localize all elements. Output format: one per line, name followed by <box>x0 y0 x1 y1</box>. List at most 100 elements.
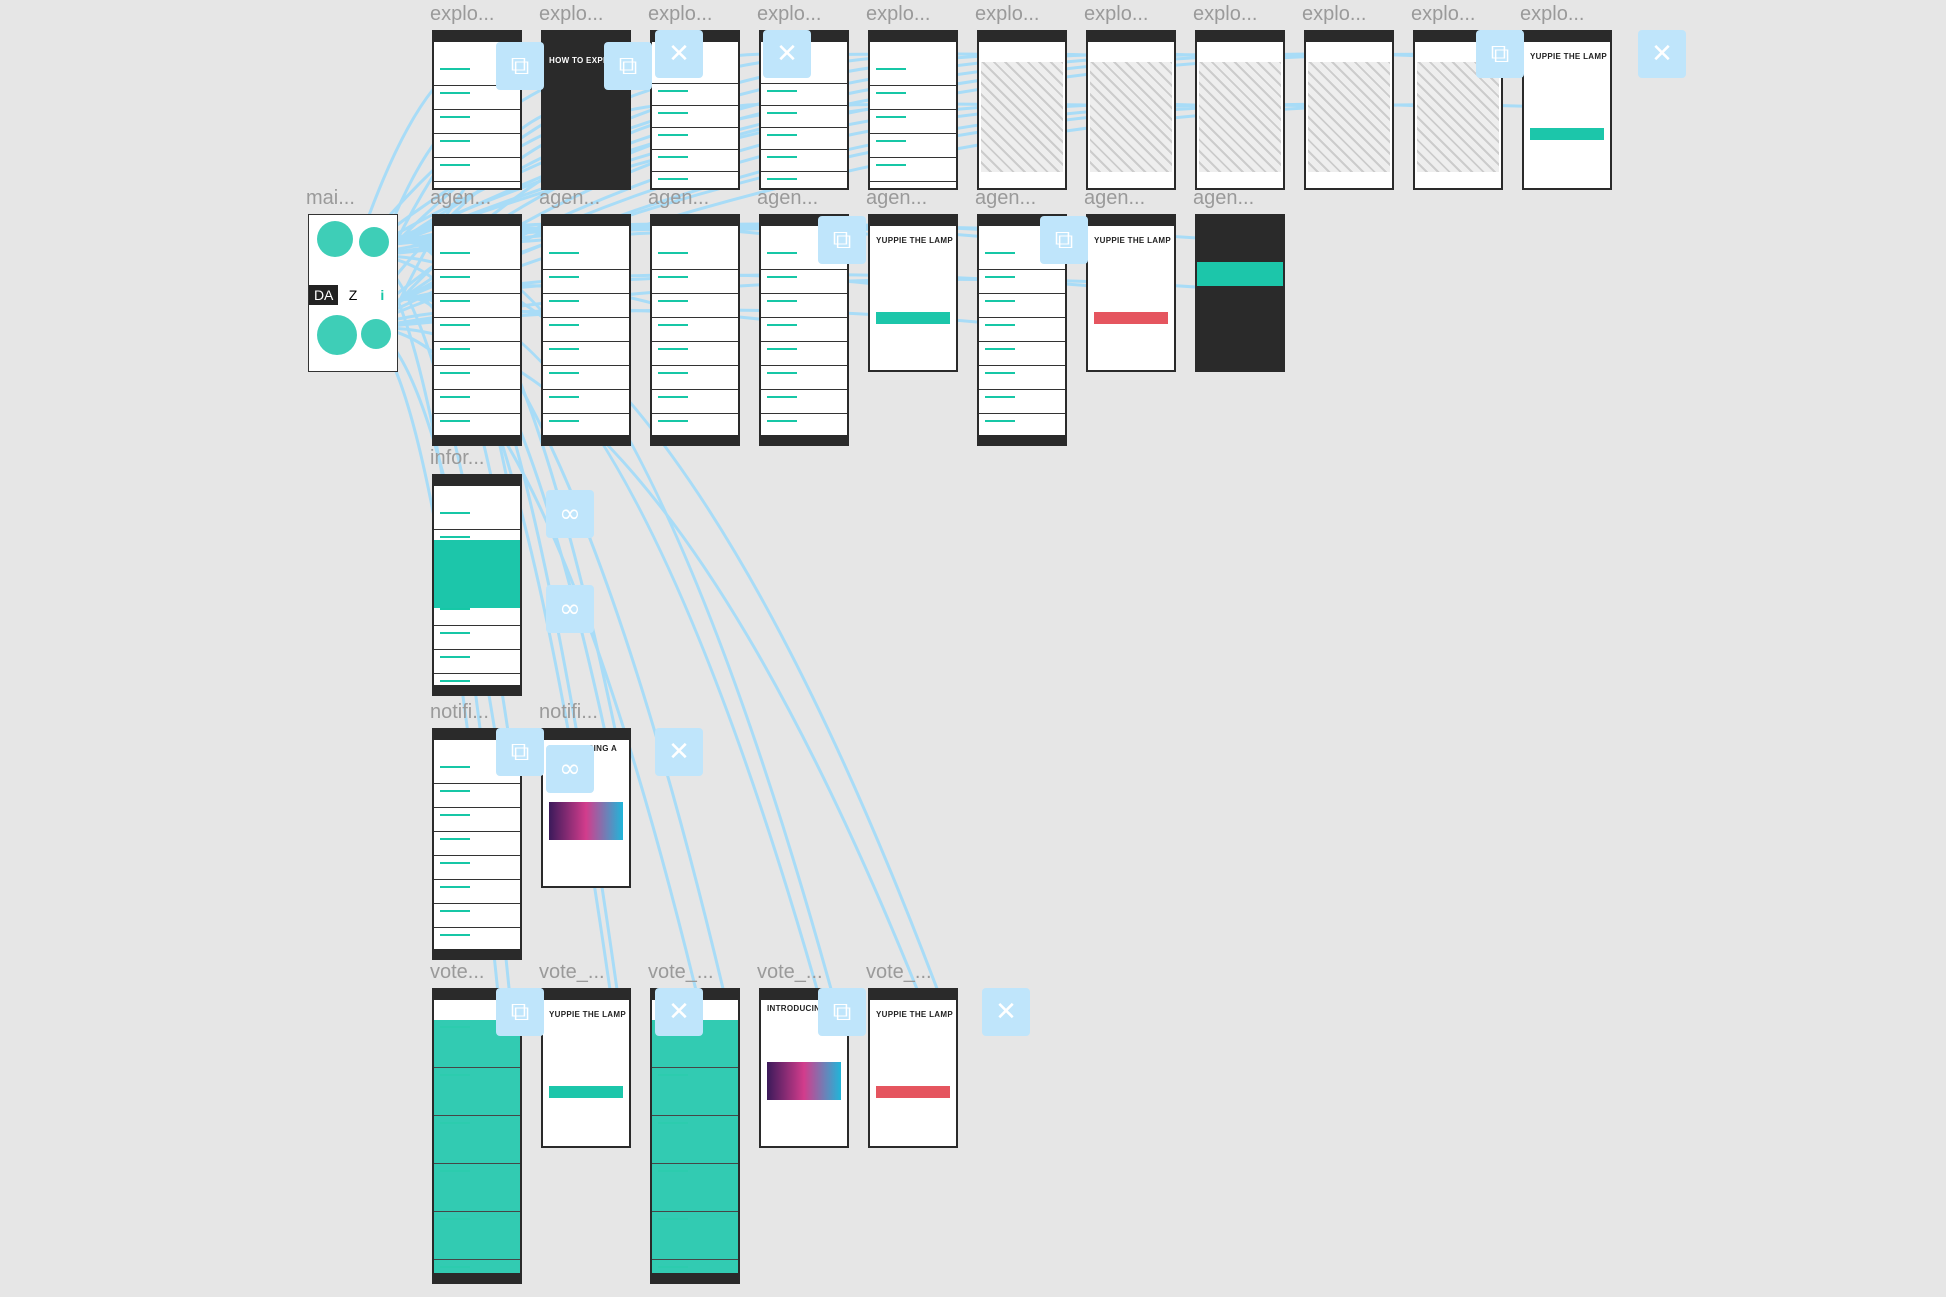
list-item[interactable] <box>761 128 847 150</box>
duplicate-icon[interactable]: ⧉ <box>1476 30 1524 78</box>
map-view[interactable] <box>1417 62 1499 172</box>
list-item[interactable] <box>434 1068 520 1116</box>
tab-bar[interactable] <box>434 685 520 694</box>
list-item[interactable] <box>434 602 520 626</box>
list-item[interactable] <box>979 366 1065 390</box>
list-item[interactable] <box>434 318 520 342</box>
list-item[interactable] <box>761 390 847 414</box>
list-item[interactable] <box>652 294 738 318</box>
list-item[interactable] <box>652 270 738 294</box>
list-item[interactable] <box>434 904 520 928</box>
list-item[interactable] <box>761 318 847 342</box>
duplicate-icon[interactable]: ⧉ <box>1040 216 1088 264</box>
list-item[interactable] <box>979 246 1065 270</box>
screen-artboard[interactable] <box>432 214 522 446</box>
tab-bar[interactable] <box>434 435 520 444</box>
link-icon[interactable]: ∞ <box>546 585 594 633</box>
list-item[interactable] <box>434 626 520 650</box>
vote-button[interactable] <box>1094 312 1168 324</box>
tab-bar[interactable] <box>543 435 629 444</box>
screen-artboard[interactable] <box>1413 30 1503 190</box>
list-item[interactable] <box>434 390 520 414</box>
list-item[interactable] <box>652 150 738 172</box>
map-view[interactable] <box>1199 62 1281 172</box>
screen-artboard[interactable] <box>541 214 631 446</box>
list-item[interactable] <box>979 270 1065 294</box>
screen-artboard[interactable] <box>432 474 522 696</box>
list-item[interactable] <box>434 856 520 880</box>
list-item[interactable] <box>979 342 1065 366</box>
list-item[interactable] <box>434 784 520 808</box>
list-item[interactable] <box>543 390 629 414</box>
list-item[interactable] <box>870 62 956 86</box>
list-item[interactable] <box>434 366 520 390</box>
tab-bar[interactable] <box>761 435 847 444</box>
close-icon[interactable]: ✕ <box>655 30 703 78</box>
list-item[interactable] <box>761 106 847 128</box>
list-item[interactable] <box>979 318 1065 342</box>
prototype-connector[interactable] <box>353 326 732 1137</box>
duplicate-icon[interactable]: ⧉ <box>818 988 866 1036</box>
list-item[interactable] <box>652 1116 738 1164</box>
duplicate-icon[interactable]: ⧉ <box>496 42 544 90</box>
list-item[interactable] <box>870 134 956 158</box>
list-item[interactable] <box>761 150 847 172</box>
list-item[interactable] <box>652 390 738 414</box>
tab-bar[interactable] <box>652 435 738 444</box>
list-item[interactable] <box>870 110 956 134</box>
screen-artboard[interactable] <box>977 30 1067 190</box>
list-item[interactable] <box>543 270 629 294</box>
close-icon[interactable]: ✕ <box>982 988 1030 1036</box>
list-item[interactable] <box>761 294 847 318</box>
list-item[interactable] <box>434 506 520 530</box>
list-item[interactable] <box>652 1068 738 1116</box>
list-item[interactable] <box>761 342 847 366</box>
list-item[interactable] <box>434 760 520 784</box>
list-item[interactable] <box>652 318 738 342</box>
list-item[interactable] <box>652 366 738 390</box>
link-icon[interactable]: ∞ <box>546 490 594 538</box>
list-item[interactable] <box>870 86 956 110</box>
list-item[interactable] <box>543 246 629 270</box>
close-icon[interactable]: ✕ <box>1638 30 1686 78</box>
list-item[interactable] <box>543 342 629 366</box>
list-item[interactable] <box>434 342 520 366</box>
tab-bar[interactable] <box>434 949 520 958</box>
list-item[interactable] <box>434 246 520 270</box>
list-item[interactable] <box>434 808 520 832</box>
close-icon[interactable]: ✕ <box>655 988 703 1036</box>
duplicate-icon[interactable]: ⧉ <box>496 988 544 1036</box>
tab-bar[interactable] <box>979 435 1065 444</box>
list-item[interactable] <box>434 270 520 294</box>
screen-artboard[interactable] <box>1195 214 1285 372</box>
list-item[interactable] <box>434 832 520 856</box>
list-item[interactable] <box>652 84 738 106</box>
list-item[interactable] <box>979 294 1065 318</box>
list-item[interactable] <box>434 134 520 158</box>
list-item[interactable] <box>434 86 520 110</box>
list-item[interactable] <box>543 318 629 342</box>
duplicate-icon[interactable]: ⧉ <box>496 728 544 776</box>
list-item[interactable] <box>652 106 738 128</box>
screen-artboard[interactable]: YUPPIE THE LAMP <box>868 988 958 1148</box>
vote-button[interactable] <box>549 1086 623 1098</box>
screen-artboard[interactable] <box>1195 30 1285 190</box>
list-item[interactable] <box>870 158 956 182</box>
list-item[interactable] <box>434 674 520 694</box>
list-item[interactable] <box>652 246 738 270</box>
list-item[interactable] <box>434 880 520 904</box>
vote-button[interactable] <box>876 312 950 324</box>
link-icon[interactable]: ∞ <box>546 745 594 793</box>
list-item[interactable] <box>652 342 738 366</box>
vote-button[interactable] <box>876 1086 950 1098</box>
screen-artboard[interactable]: YUPPIE THE LAMP <box>541 988 631 1148</box>
screen-artboard[interactable]: YUPPIE THE LAMP <box>1086 214 1176 372</box>
list-item[interactable] <box>979 390 1065 414</box>
list-item[interactable] <box>434 110 520 134</box>
map-view[interactable] <box>981 62 1063 172</box>
vote-button[interactable] <box>1530 128 1604 140</box>
list-item[interactable] <box>434 650 520 674</box>
list-item[interactable] <box>652 172 738 188</box>
tab-bar[interactable] <box>434 1273 520 1282</box>
